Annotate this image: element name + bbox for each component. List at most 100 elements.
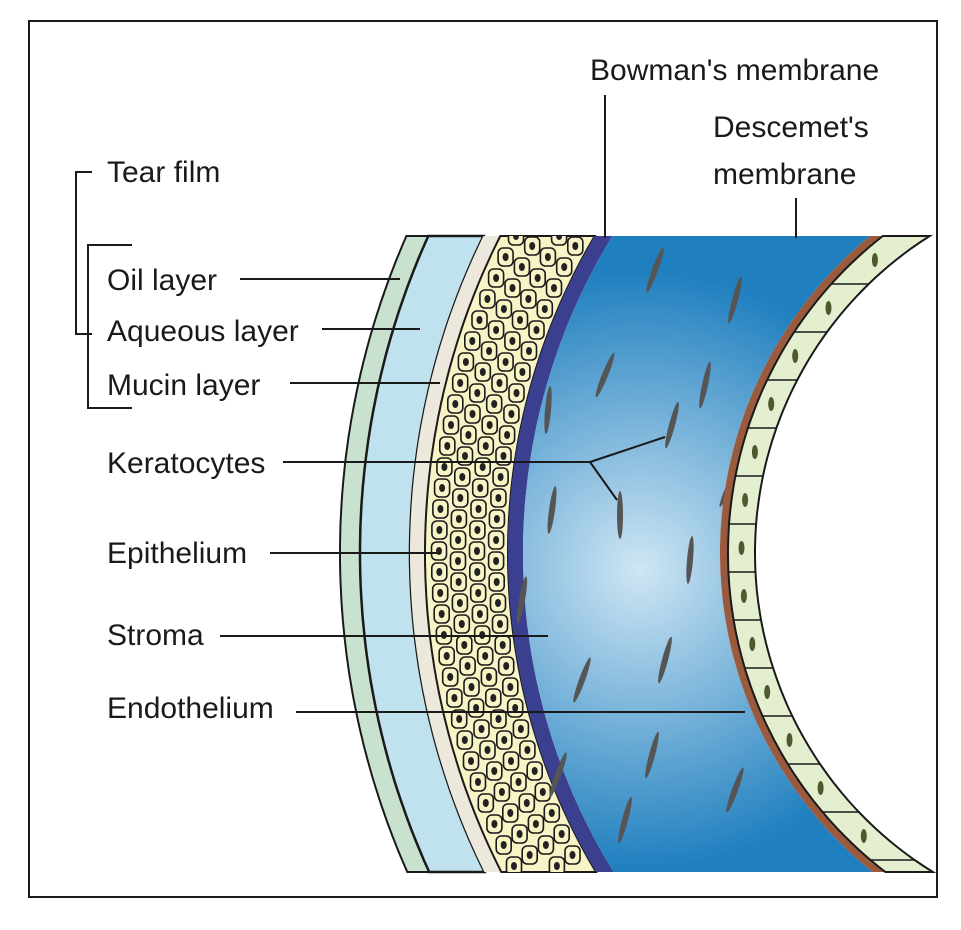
epithelial-cell-nucleus: [475, 505, 482, 513]
epithelial-cell-nucleus: [513, 389, 520, 397]
epithelial-cell-nucleus: [441, 463, 448, 471]
epithelial-cell-nucleus: [497, 620, 503, 628]
epithelial-cell-nucleus: [474, 547, 480, 555]
epithelial-cell-nucleus: [457, 494, 464, 502]
endothelium-band: [727, 235, 937, 873]
epithelial-cell-nucleus: [526, 851, 533, 859]
epithelial-cell-nucleus: [531, 767, 538, 775]
diagram-frame: [28, 20, 938, 898]
epithelial-cell-nucleus: [475, 778, 481, 786]
epithelial-cell-nucleus: [468, 683, 475, 691]
epithelial-cell-nucleus: [524, 746, 531, 754]
epithelial-cell-nucleus: [502, 358, 509, 366]
endothelial-cell-nucleus: [749, 637, 756, 651]
epithelial-cell-nucleus: [533, 326, 540, 334]
endothelial-cell-nucleus: [751, 445, 758, 459]
epithelial-cell-nucleus: [491, 820, 498, 828]
keratocyte-cell: [544, 386, 552, 434]
epithelial-cell-nucleus: [539, 788, 546, 796]
keratocytes-group: [516, 247, 756, 844]
keratocyte-cell: [686, 536, 694, 584]
epithelial-cell-nucleus: [451, 694, 458, 702]
epithelial-cell-nucleus: [474, 389, 481, 397]
keratocyte-cell: [728, 276, 742, 324]
epithelial-cell-nucleus: [452, 400, 459, 408]
epithelial-cell-nucleus: [532, 820, 539, 828]
epithelial-cell-nucleus: [544, 253, 551, 261]
epithelial-cell-nucleus: [482, 799, 489, 807]
epithelial-cell-nucleus: [469, 410, 476, 418]
keratocyte-cell: [573, 657, 591, 703]
epithelial-cell-nucleus: [507, 683, 514, 691]
epithelial-cell-nucleus: [436, 568, 443, 576]
epithelial-cell-nucleus: [465, 431, 472, 439]
keratocytes-leader-branch-2: [589, 461, 618, 501]
epithelial-cell-nucleus: [438, 610, 445, 618]
epithelial-cell-nucleus: [474, 568, 481, 576]
keratocyte-cell: [658, 636, 672, 684]
epithelial-cell-nucleus: [517, 316, 523, 324]
keratocyte-cell: [549, 752, 567, 798]
epithelial-cell-nucleus: [499, 641, 506, 649]
epithelial-cell-nucleus: [456, 715, 463, 723]
epithelial-cell-nucleus: [504, 431, 511, 439]
epithelial-cell-nucleus: [462, 452, 468, 460]
epithelial-cell-nucleus: [548, 809, 555, 817]
endothelial-cell-nucleus: [786, 733, 793, 747]
epithelial-cell-nucleus: [459, 473, 466, 481]
epithelial-cell-nucleus: [437, 505, 444, 513]
epithelial-cell-nucleus: [486, 421, 493, 429]
endothelial-cell-nucleus: [792, 349, 799, 363]
epithelial-cell-nucleus: [502, 253, 509, 261]
epithelial-cell-nucleus: [455, 536, 462, 544]
epithelial-cell-nucleus: [500, 305, 507, 313]
epithelial-cell-nucleus: [443, 652, 450, 660]
epithelial-cell-nucleus: [569, 851, 576, 859]
keratocyte-cell: [726, 767, 744, 813]
epithelial-cell-nucleus: [509, 284, 516, 292]
epithelial-cell-nucleus: [525, 295, 532, 303]
endothelial-cell-nucleus: [825, 301, 832, 315]
descemets-membrane-label-line2: membrane: [713, 158, 856, 191]
mucin-layer-label: Mucin layer: [107, 369, 260, 402]
epithelial-cell-nucleus: [572, 242, 579, 250]
epithelial-cell-nucleus: [455, 578, 462, 586]
epithelial-cell-nucleus: [473, 704, 480, 712]
epithelial-cell-nucleus: [479, 463, 486, 471]
endothelial-cell-nucleus: [742, 493, 749, 507]
keratocytes-leader-branch-1: [589, 436, 666, 463]
epithelial-cell-nucleus: [444, 442, 451, 450]
epithelial-cell-nucleus: [556, 236, 563, 240]
epithelial-cell-nucleus: [484, 746, 491, 754]
keratocyte-cell: [665, 401, 679, 449]
endothelial-cell-nucleus: [764, 685, 771, 699]
keratocyte-cell: [645, 731, 659, 779]
epithelial-cell-nucleus: [516, 830, 523, 838]
epithelial-cell-nucleus: [509, 337, 516, 345]
endothelial-cell-nucleus: [860, 829, 867, 843]
epithelial-cell-nucleus: [558, 830, 565, 838]
epithelial-cell-nucleus: [529, 242, 536, 250]
epithelial-cell-nucleus: [468, 757, 474, 765]
epithelial-cell-nucleus: [485, 673, 492, 681]
epithelial-cell-nucleus: [553, 862, 560, 870]
keratocyte-cell: [547, 486, 557, 534]
epithelial-cell-nucleus: [464, 662, 471, 670]
endothelial-cell-nucleus: [817, 781, 824, 795]
epithelial-cell-nucleus: [511, 862, 517, 870]
keratocyte-cell: [516, 576, 528, 624]
epithelial-cell-nucleus: [448, 421, 454, 429]
epithelial-cell-nucleus: [482, 652, 489, 660]
keratocyte-cell: [699, 361, 711, 409]
epithelial-cell-nucleus: [491, 400, 498, 408]
aqueous-layer-label: Aqueous layer: [107, 315, 299, 348]
epithelial-cell-nucleus: [493, 536, 500, 544]
epithelial-cell-nucleus: [495, 599, 501, 607]
epithelial-cell-nucleus: [497, 473, 504, 481]
epithelial-cell-nucleus: [493, 515, 500, 523]
tear-film-bracket: [75, 171, 132, 409]
keratocyte-cell: [595, 352, 615, 398]
epithelial-cell-nucleus: [456, 599, 463, 607]
endothelium-label: Endothelium: [107, 692, 274, 725]
